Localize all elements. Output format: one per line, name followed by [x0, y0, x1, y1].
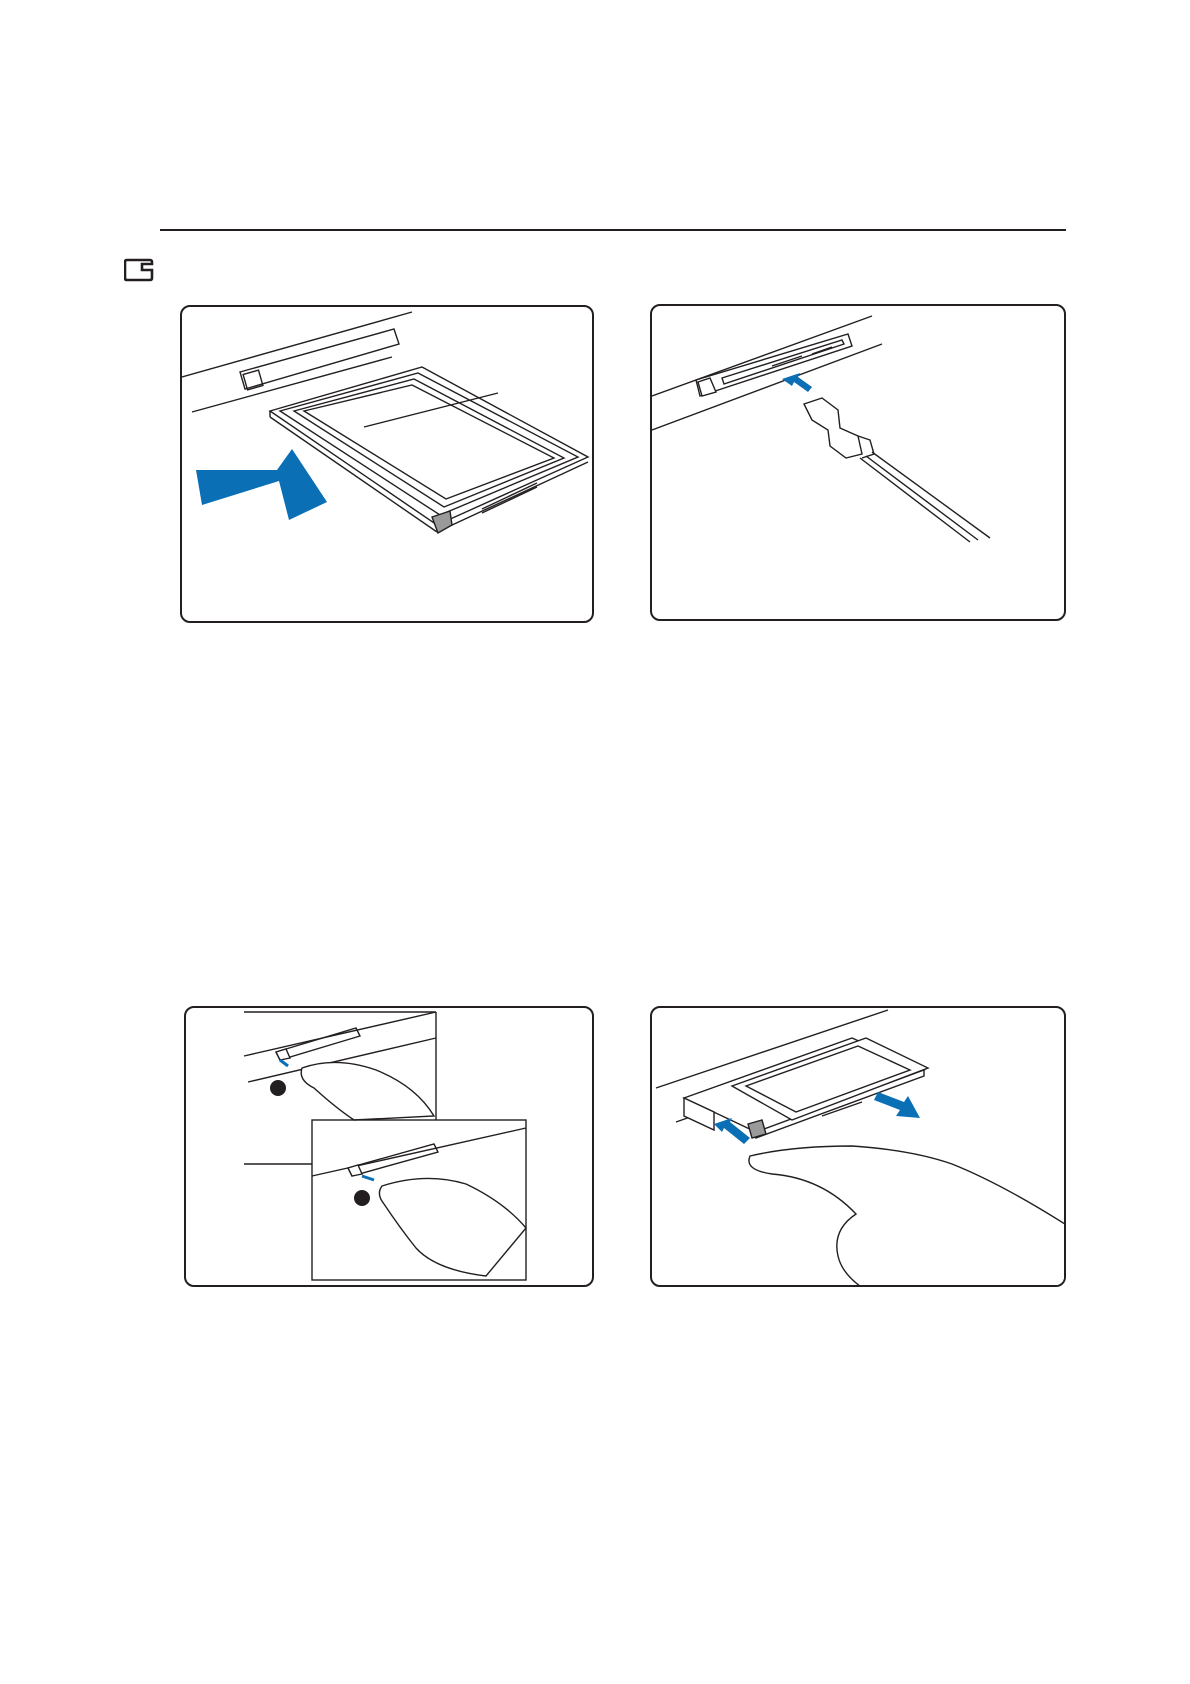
figure-connect-cable	[650, 304, 1066, 621]
figure-insert-pc-card	[180, 305, 594, 623]
eject-button-illustration	[186, 1008, 594, 1287]
card-remove-illustration	[652, 1008, 1066, 1287]
section-divider	[160, 229, 1066, 231]
figure-remove-card	[650, 1006, 1066, 1287]
pc-card-insert-illustration	[182, 307, 594, 623]
card-slot-icon	[124, 258, 154, 282]
cable-connect-illustration	[652, 306, 1066, 621]
figure-press-eject-button	[184, 1006, 594, 1287]
